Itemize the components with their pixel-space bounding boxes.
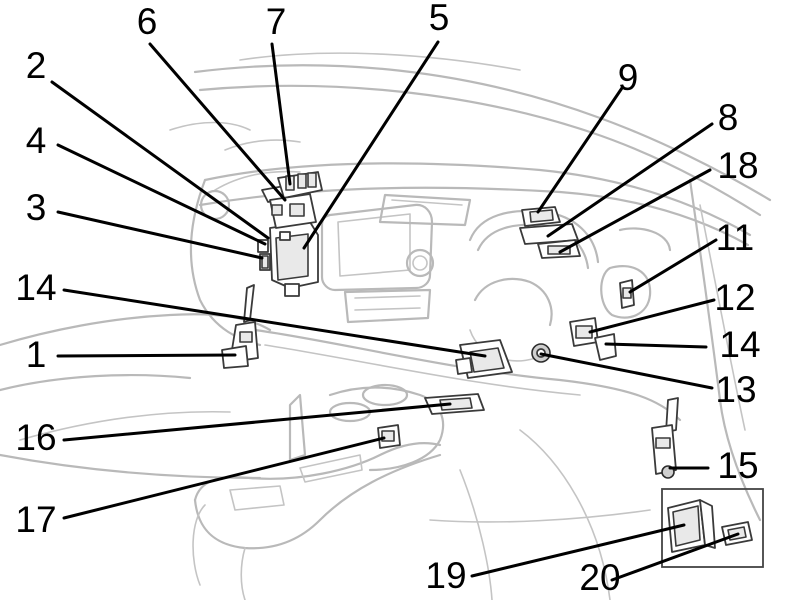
ecu-unit [667,499,716,553]
leader-7 [270,42,292,186]
shifter-sensor [377,424,401,449]
leader-14b [604,342,708,349]
glovebox-module [569,317,599,347]
steering-column-module [455,339,513,379]
callout-8: 8 [718,97,739,138]
leader-3 [56,210,264,260]
callout-2: 2 [26,45,47,86]
callout-4: 4 [26,120,47,161]
inset-box [661,488,764,568]
leader-lines [50,40,740,582]
callout-7: 7 [266,1,287,42]
right-dash-module [619,279,635,309]
leader-16 [62,402,452,442]
leader-11 [628,238,718,294]
leader-2 [50,80,270,240]
right-bracket-module [594,333,617,361]
leader-9 [536,86,624,214]
center-relay-group [519,206,581,259]
leader-4 [56,143,267,246]
callout-1: 1 [26,334,47,375]
side-relays [257,239,271,271]
callout-17: 17 [15,499,56,540]
leader-14a [62,288,487,358]
leader-1 [56,353,237,358]
relay-cluster [261,171,323,229]
leader-20 [610,532,740,582]
callout-12: 12 [714,277,755,318]
callout-18: 18 [717,145,758,186]
leader-13 [539,352,714,390]
callout-19: 19 [425,555,466,596]
callout-16: 16 [15,417,56,458]
leader-19 [470,523,686,578]
callout-14-right: 14 [719,324,760,365]
leader-18 [558,168,712,254]
leader-12 [588,298,716,334]
callout-6: 6 [137,1,158,42]
leader-5 [302,40,440,250]
callout-3: 3 [26,187,47,228]
console-module [424,393,485,415]
dashboard-outline [0,52,772,600]
callout-14-left: 14 [15,267,56,308]
callout-9: 9 [618,57,639,98]
callout-11: 11 [716,217,754,258]
callout-labels: 1 2 3 4 5 6 7 8 9 11 12 13 14 14 15 16 1… [15,0,760,598]
callout-20: 20 [579,557,620,598]
components [221,171,764,568]
leader-8 [546,122,714,238]
leader-6 [148,42,287,202]
callout-5: 5 [429,0,450,38]
callout-15: 15 [717,445,758,486]
right-kick-panel-module [651,397,679,479]
junction-block [269,221,319,297]
callout-13: 13 [715,369,756,410]
leader-17 [62,436,386,520]
